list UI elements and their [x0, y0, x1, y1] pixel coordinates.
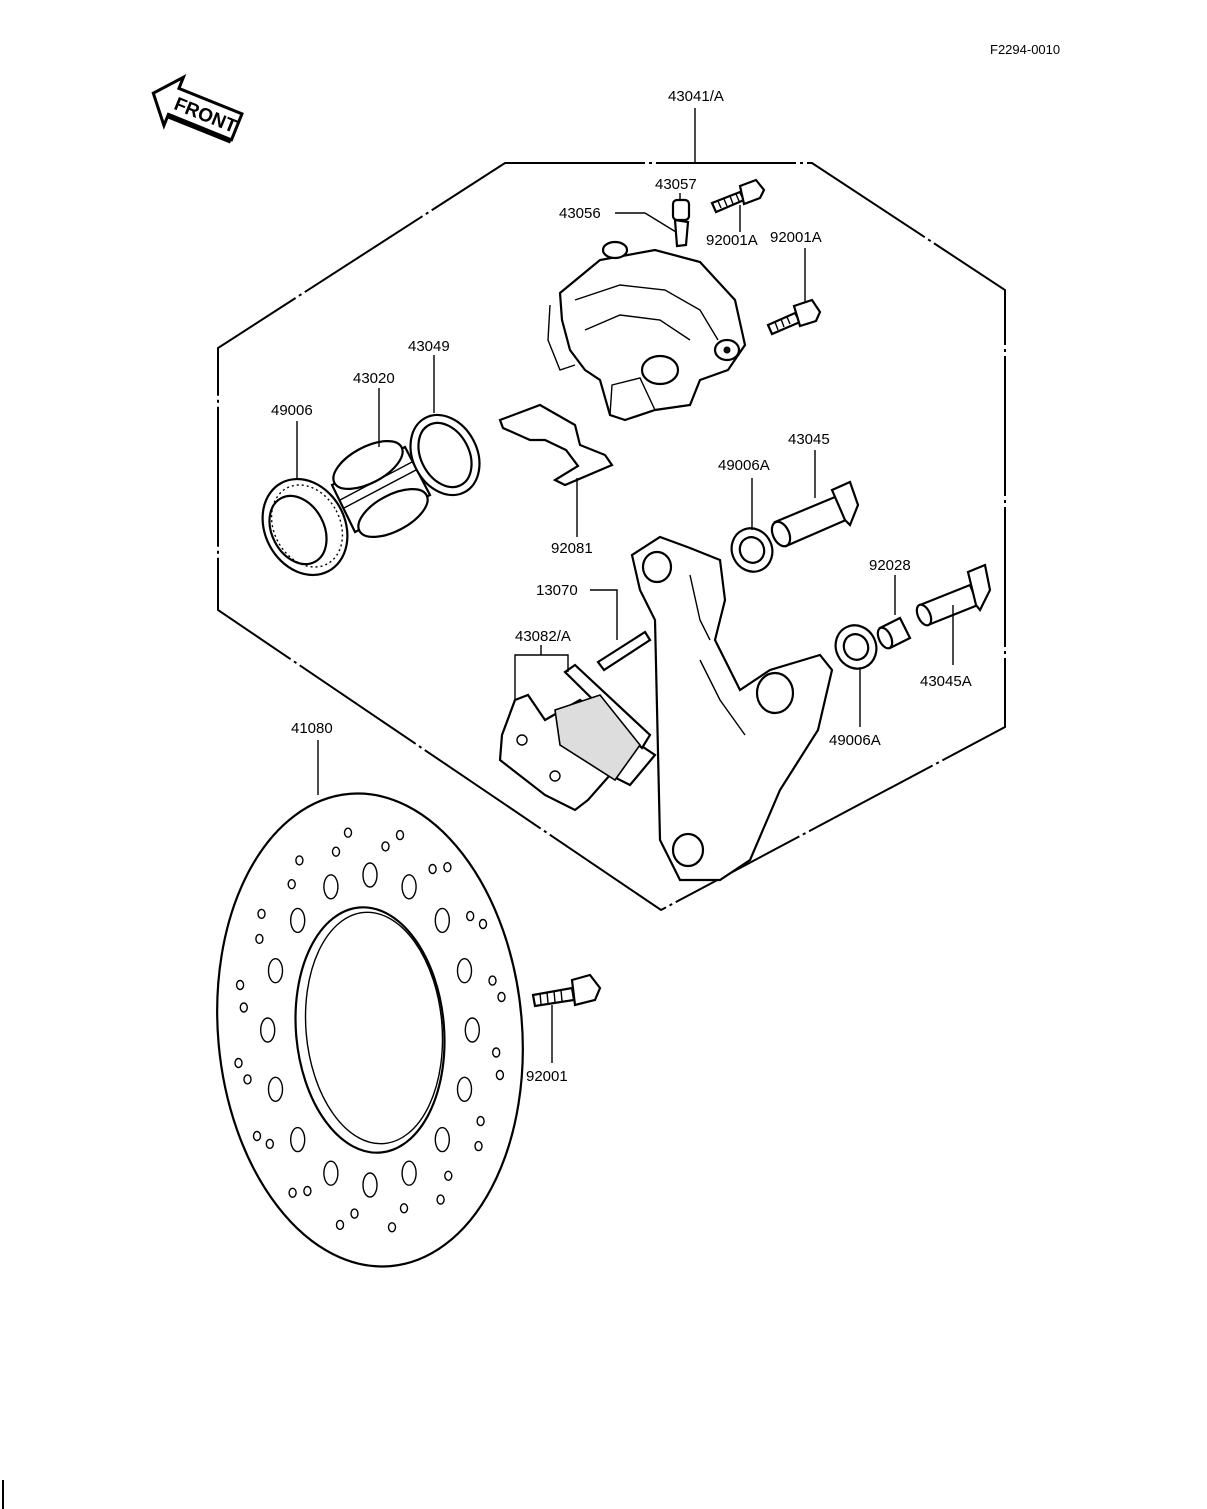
piston-seal [261, 477, 349, 577]
disc-hole [290, 907, 306, 934]
disc-hole [443, 862, 452, 873]
right-bolt [766, 298, 822, 336]
disc-hole [255, 933, 264, 945]
disc-hole [436, 1194, 445, 1205]
label-caliper-assy: 43041/A [668, 88, 724, 105]
label-seal-ring: 43049 [408, 338, 450, 355]
disc-hole [434, 1126, 450, 1153]
disc-hole [434, 907, 450, 934]
label-anti-rattle: 13070 [536, 582, 578, 599]
brake-disc [216, 792, 524, 1268]
disc-hole [401, 874, 417, 900]
disc-hole [478, 918, 488, 930]
document-code: F2294-0010 [990, 42, 1060, 57]
piston [330, 440, 432, 538]
disc-hole [323, 874, 339, 900]
bleeder-valve [671, 198, 691, 248]
caliper-bracket [630, 535, 834, 882]
disc-hole [476, 1115, 485, 1127]
disc-holes [234, 827, 506, 1233]
disc-hole [234, 1057, 243, 1069]
disc-hole [362, 862, 378, 888]
disc-hole [387, 1222, 397, 1233]
disc-bolt [531, 973, 602, 1008]
disc-hole [466, 910, 475, 922]
disc-hole [343, 827, 353, 838]
caliper-body [547, 240, 747, 422]
disc-hole [362, 1172, 378, 1198]
disc-hole [495, 1069, 505, 1081]
label-pin-lower: 43045A [920, 673, 972, 690]
pin-lower [915, 563, 992, 627]
disc-hole [260, 1017, 276, 1043]
disc-hole [265, 1138, 274, 1150]
disc-hole [381, 841, 390, 852]
disc-hole [331, 846, 341, 857]
slide-pin [770, 480, 860, 548]
disc-hole [267, 1076, 284, 1103]
label-brake-pad: 43082/A [515, 628, 571, 645]
label-bleeder-valve: 43056 [559, 205, 601, 222]
disc-hole [464, 1017, 480, 1043]
disc-hole [428, 863, 437, 875]
disc-hole [257, 908, 266, 920]
disc-hole [239, 1002, 249, 1013]
pad-spring [498, 403, 614, 487]
sleeve [876, 616, 912, 650]
upper-bolt [710, 178, 766, 214]
label-piston-seal: 49006 [271, 402, 313, 419]
label-bolt-right: 92001A [770, 229, 822, 246]
label-disc: 41080 [291, 720, 333, 737]
disc-hole [395, 829, 405, 841]
label-piston: 43020 [353, 370, 395, 387]
label-disc-bolt: 92001 [526, 1068, 568, 1085]
disc-hole [497, 991, 506, 1003]
brake-pad [498, 663, 657, 812]
disc-hole [295, 855, 304, 866]
label-bolt-upper: 92001A [706, 232, 758, 249]
pin-boot-lower [834, 624, 878, 670]
disc-hole [287, 879, 296, 890]
disc-hole [350, 1208, 359, 1219]
caliper-assembly-frame [217, 162, 1006, 912]
anti-rattle-spring [596, 630, 652, 672]
disc-hole [267, 958, 284, 984]
label-slide-pin: 43045 [788, 431, 830, 448]
disc-hole [399, 1203, 409, 1214]
disc-hole [456, 1076, 473, 1103]
disc-hole [235, 979, 245, 991]
pin-boot-upper [730, 527, 774, 573]
disc-hole [303, 1185, 312, 1197]
label-bleeder-cap: 43057 [655, 176, 697, 193]
label-pad-spring: 92081 [551, 540, 593, 557]
disc-hole [243, 1074, 252, 1085]
disc-hole [492, 1047, 501, 1058]
disc-hole [474, 1140, 483, 1152]
disc-hole [290, 1126, 306, 1153]
label-sleeve: 92028 [869, 557, 911, 574]
disc-hole [288, 1187, 297, 1199]
front-arrow-icon: FRONT [151, 74, 244, 144]
disc-hole [323, 1160, 339, 1186]
disc-hole [335, 1219, 345, 1231]
disc-hole [401, 1160, 417, 1186]
label-boot-upper: 49006A [718, 457, 770, 474]
disc-hole [456, 958, 473, 984]
disc-hole [444, 1170, 453, 1182]
seal-ring [409, 413, 481, 497]
disc-hole [488, 975, 497, 986]
disc-hole [252, 1130, 262, 1142]
label-boot-lower: 49006A [829, 732, 881, 749]
